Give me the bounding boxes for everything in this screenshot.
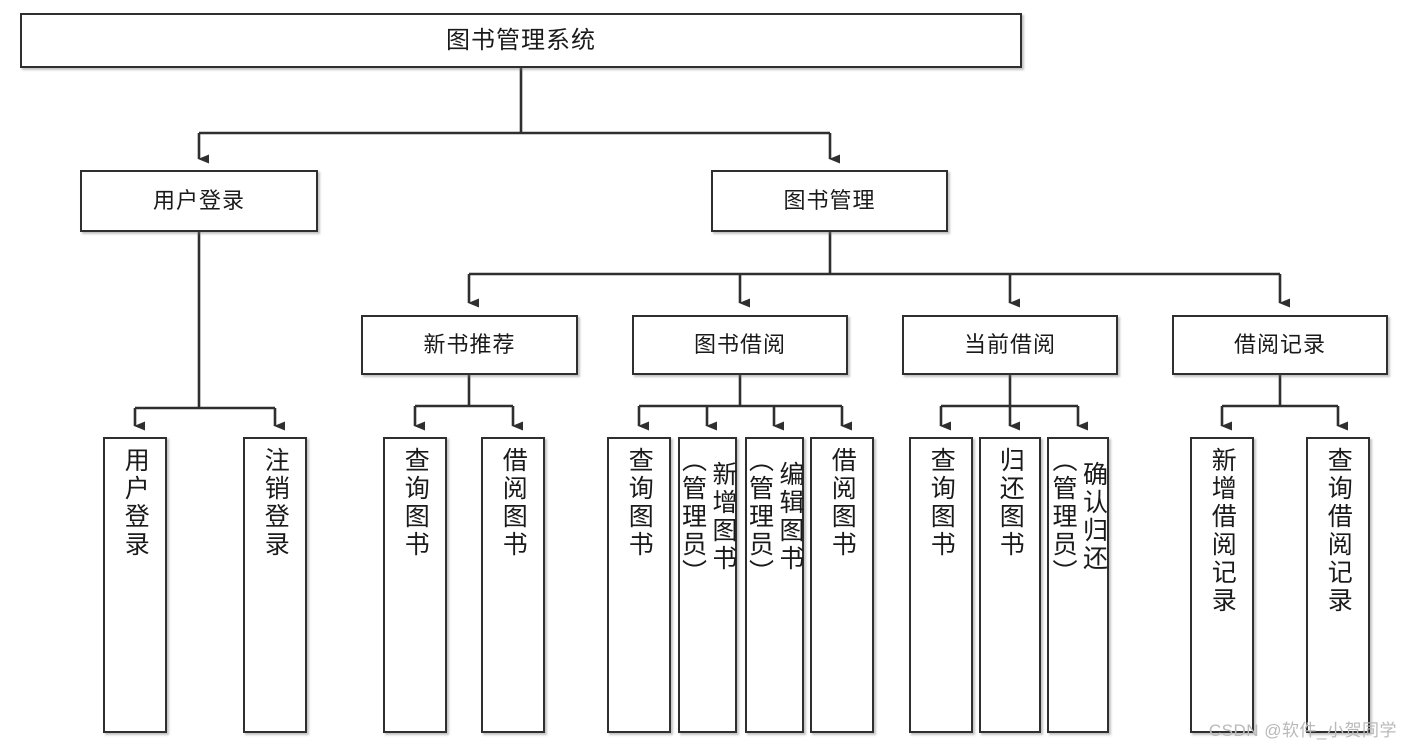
node-borrow-record[interactable]: 借阅记录 [1172, 315, 1388, 375]
node-borrow-record-label: 借阅记录 [1233, 331, 1326, 357]
node-leaf-query-book-1[interactable]: 查询图书 [383, 437, 447, 733]
node-new-book-recommend[interactable]: 新书推荐 [361, 315, 578, 375]
node-leaf-logout-label: 注销登录 [261, 447, 290, 559]
node-leaf-query-book-3-label: 查询图书 [927, 447, 956, 559]
node-leaf-borrow-book-2[interactable]: 借阅图书 [810, 437, 874, 733]
watermark-text: CSDN @软件_小贺同学 [1208, 721, 1397, 740]
node-current-borrow-label: 当前借阅 [963, 331, 1056, 357]
node-leaf-query-book-1-label: 查询图书 [401, 447, 430, 559]
node-new-book-recommend-label: 新书推荐 [423, 331, 516, 357]
node-leaf-logout[interactable]: 注销登录 [243, 437, 307, 733]
node-leaf-return-book[interactable]: 归还图书 [979, 437, 1041, 733]
node-book-borrow[interactable]: 图书借阅 [632, 315, 848, 375]
node-leaf-confirm-return[interactable]: 确认归还 （管理员） [1047, 437, 1109, 733]
node-leaf-user-login-label: 用户登录 [121, 447, 150, 559]
node-leaf-query-record-label: 查询借阅记录 [1324, 447, 1353, 615]
node-root-label: 图书管理系统 [446, 26, 596, 54]
node-book-borrow-label: 图书借阅 [693, 331, 786, 357]
node-root[interactable]: 图书管理系统 [20, 13, 1022, 68]
node-leaf-borrow-book-1-label: 借阅图书 [499, 447, 528, 559]
node-leaf-add-record-label: 新增借阅记录 [1208, 447, 1237, 615]
node-leaf-borrow-book-2-label: 借阅图书 [828, 447, 857, 559]
node-leaf-query-record[interactable]: 查询借阅记录 [1306, 437, 1370, 733]
node-current-borrow[interactable]: 当前借阅 [902, 315, 1118, 375]
node-leaf-user-login[interactable]: 用户登录 [103, 437, 167, 733]
node-user-login-label: 用户登录 [152, 187, 245, 213]
node-leaf-add-record[interactable]: 新增借阅记录 [1190, 437, 1254, 733]
node-book-manage[interactable]: 图书管理 [711, 170, 948, 232]
node-leaf-query-book-3[interactable]: 查询图书 [909, 437, 973, 733]
node-leaf-confirm-return-label: 确认归还 （管理员） [1049, 447, 1108, 587]
node-leaf-query-book-2-label: 查询图书 [625, 447, 654, 559]
node-leaf-edit-book-label: 编辑图书 （管理员） [745, 447, 805, 587]
node-leaf-return-book-label: 归还图书 [996, 447, 1025, 559]
node-leaf-add-book-label: 新增图书 （管理员） [678, 447, 738, 587]
node-user-login[interactable]: 用户登录 [80, 170, 318, 232]
node-leaf-borrow-book-1[interactable]: 借阅图书 [481, 437, 545, 733]
node-leaf-add-book[interactable]: 新增图书 （管理员） [678, 437, 737, 733]
node-leaf-query-book-2[interactable]: 查询图书 [607, 437, 671, 733]
node-leaf-edit-book[interactable]: 编辑图书 （管理员） [745, 437, 804, 733]
node-book-manage-label: 图书管理 [783, 187, 876, 213]
